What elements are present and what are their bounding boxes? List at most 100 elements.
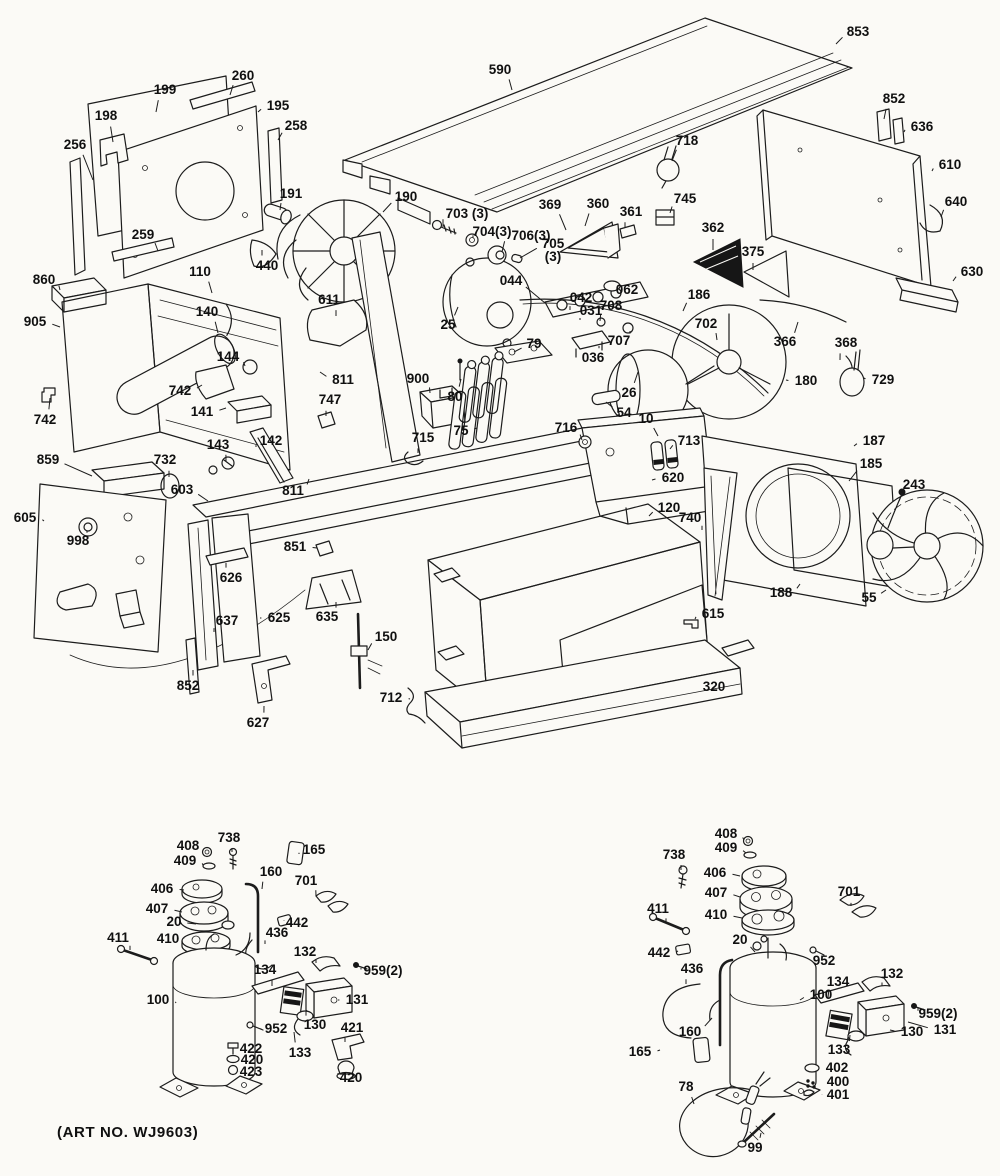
part-label-131: 131	[346, 992, 369, 1007]
part-label-952: 952	[813, 953, 836, 968]
leader-line-243	[898, 492, 903, 502]
part-label-142: 142	[260, 433, 283, 448]
part-label-410: 410	[705, 907, 728, 922]
bolt-422	[227, 1042, 239, 1055]
leader-line-54	[605, 401, 613, 408]
control-panel-605	[33, 483, 167, 653]
part-label-410: 410	[157, 931, 180, 946]
leader-line-407	[174, 909, 183, 913]
part-label-9592: 959(2)	[918, 1006, 957, 1021]
leader-line-75	[474, 427, 478, 430]
part-label-713: 713	[678, 433, 701, 448]
part-label-998: 998	[67, 533, 90, 548]
part-label-10: 10	[638, 411, 653, 426]
clip-401	[803, 1089, 815, 1097]
part-label-062: 062	[616, 282, 639, 297]
clip-442r	[675, 943, 692, 956]
part-label-133: 133	[828, 1042, 851, 1057]
bracket-375	[743, 250, 790, 298]
top-panel-590	[342, 17, 853, 225]
part-label-732: 732	[154, 452, 177, 467]
part-label-26: 26	[621, 385, 637, 400]
leader-line-130	[889, 1029, 895, 1032]
leader-line-702	[715, 333, 718, 341]
part-label-320: 320	[703, 679, 726, 694]
part-label-851: 851	[284, 539, 307, 554]
part-label-042: 042	[570, 290, 593, 305]
washer-402	[804, 1063, 820, 1073]
leader-line-26	[633, 371, 639, 384]
leader-line-55	[880, 589, 887, 594]
leader-line-406	[179, 889, 185, 891]
part-label-243: 243	[903, 477, 926, 492]
switch-block	[115, 589, 141, 617]
part-label-637: 637	[216, 613, 239, 628]
leader-line-131	[907, 1021, 928, 1029]
part-label-79: 79	[526, 336, 541, 351]
leader-line-745	[669, 206, 673, 214]
nut-423	[227, 1064, 239, 1076]
screw-708	[596, 317, 606, 327]
leader-line-718	[671, 149, 677, 162]
terminal-133r	[825, 1009, 853, 1041]
tube-160	[244, 882, 260, 954]
leader-line-100	[174, 1001, 177, 1004]
cover-406	[181, 879, 223, 904]
relay-cover-165r	[692, 1036, 711, 1063]
leader-line-406	[732, 873, 741, 877]
part-label-860: 860	[33, 272, 56, 287]
part-label-100: 100	[810, 987, 833, 1002]
leader-line-120	[648, 511, 654, 517]
part-label-185: 185	[860, 456, 883, 471]
clip-742-left	[41, 387, 56, 403]
part-label-260: 260	[232, 68, 255, 83]
leader-line-742	[196, 384, 203, 389]
grommet-062	[603, 280, 621, 292]
clip-715	[403, 451, 424, 466]
rod-150	[350, 612, 383, 690]
leader-line-852	[883, 108, 887, 120]
part-label-191: 191	[280, 186, 303, 201]
clip-615	[683, 619, 699, 629]
loop-436r	[662, 983, 701, 1039]
part-label-420: 420	[340, 1070, 363, 1085]
part-label-361: 361	[620, 204, 643, 219]
leader-line-20	[187, 922, 197, 925]
part-label-611: 611	[318, 292, 340, 307]
part-label-150: 150	[375, 629, 398, 644]
bracket-421	[331, 1033, 365, 1061]
hose-clamp-718	[656, 145, 680, 189]
leader-line-165	[657, 1049, 661, 1052]
overload-130r	[844, 1030, 865, 1056]
washer-409	[202, 862, 216, 870]
part-label-408: 408	[177, 838, 200, 853]
part-label-421: 421	[341, 1020, 364, 1035]
leader-line-716	[579, 434, 583, 441]
part-label-718: 718	[676, 133, 699, 148]
leader-line-811	[306, 478, 310, 485]
leader-line-256	[82, 154, 94, 181]
condenser-fan-assembly	[701, 435, 984, 607]
part-label-701: 701	[838, 884, 861, 899]
part-label-9592: 959(2)	[363, 963, 402, 978]
screw-738	[228, 847, 238, 870]
restrictor-bank-75	[448, 351, 508, 450]
part-label-120: 120	[658, 500, 681, 515]
part-label-742: 742	[34, 412, 57, 427]
leader-line-140	[214, 321, 219, 334]
part-label-409: 409	[715, 840, 738, 855]
part-label-131: 131	[934, 1022, 957, 1037]
part-label-25: 25	[440, 317, 456, 332]
part-label-442: 442	[286, 915, 309, 930]
part-label-625: 625	[268, 610, 291, 625]
leader-line-80	[458, 378, 462, 387]
part-label-110: 110	[189, 264, 211, 279]
leader-line-442	[676, 950, 679, 953]
leader-line-900	[429, 387, 431, 394]
leader-line-190	[382, 202, 392, 213]
part-label-402: 402	[826, 1060, 849, 1075]
drain-wire-712	[406, 687, 426, 724]
part-label-368: 368	[835, 335, 858, 350]
part-label-853: 853	[847, 24, 870, 39]
leader-line-258	[277, 132, 283, 141]
